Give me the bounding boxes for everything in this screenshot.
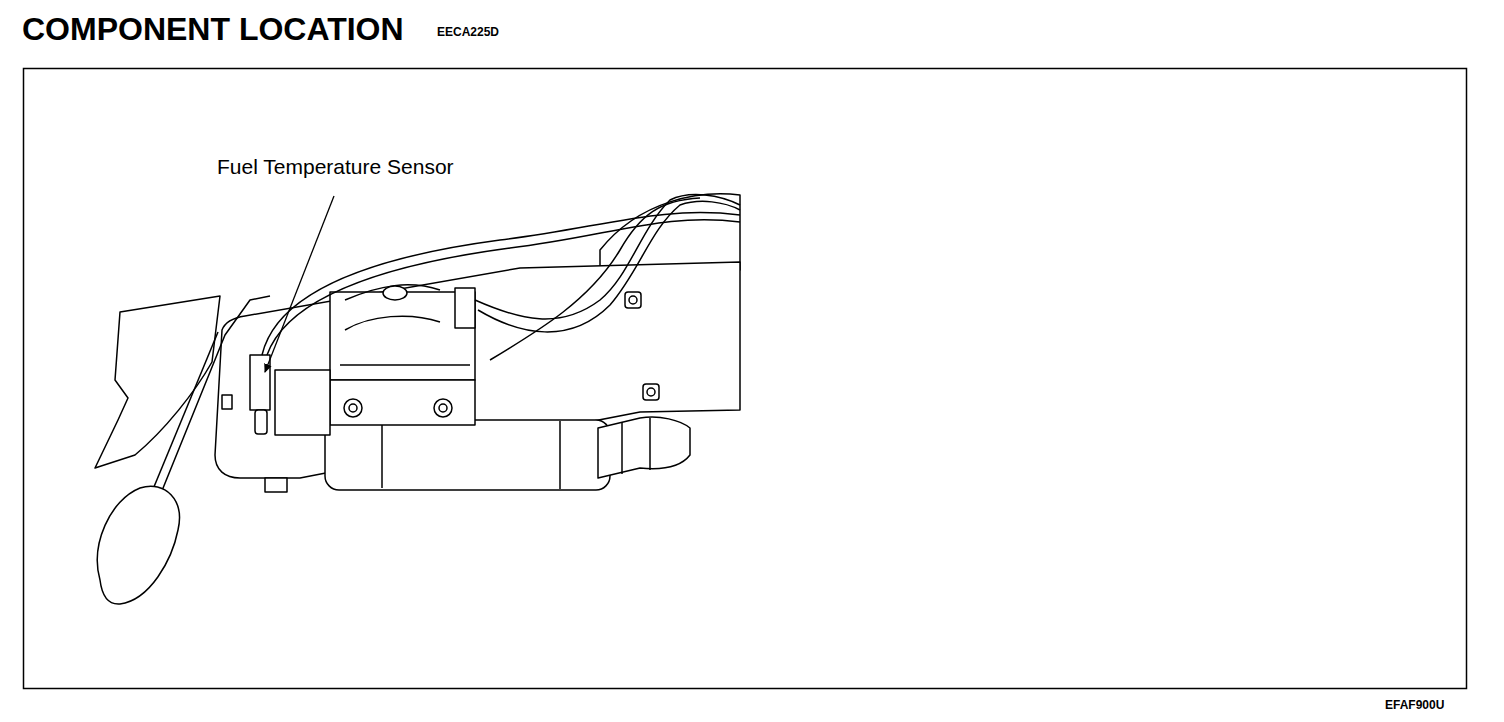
grommet xyxy=(625,292,641,308)
hose-clamp xyxy=(649,418,651,470)
pump-hose xyxy=(598,417,690,478)
bolt xyxy=(349,404,357,412)
bracket xyxy=(275,370,330,435)
pump-foot xyxy=(265,478,287,492)
float xyxy=(97,486,179,604)
fuel-pump-assembly xyxy=(95,194,740,604)
figure-code-box: EECA225D xyxy=(437,25,499,39)
sender-module xyxy=(330,292,475,380)
fuel-temperature-sensor xyxy=(250,355,270,410)
sender-base xyxy=(330,380,475,425)
sender-bracket xyxy=(455,288,475,328)
bolt xyxy=(434,399,452,417)
bolt xyxy=(439,404,447,412)
grommet xyxy=(643,384,659,400)
pump-band xyxy=(381,422,383,488)
title-box: COMPONENT LOCATION xyxy=(22,11,404,48)
wire xyxy=(262,213,740,355)
title: COMPONENT LOCATION xyxy=(22,11,404,47)
hose-clamp xyxy=(621,422,623,474)
pump-band xyxy=(559,421,561,489)
wire xyxy=(267,220,740,355)
wiring xyxy=(262,195,740,360)
figure-code: EECA225D xyxy=(437,25,499,39)
grommet-hole xyxy=(629,296,637,304)
wire xyxy=(475,195,740,319)
fuel-pump xyxy=(325,420,610,490)
sender-arc xyxy=(345,316,440,330)
figure-code-box: EFAF900U xyxy=(1385,698,1444,712)
grommet-hole xyxy=(647,388,655,396)
terminal xyxy=(383,286,407,300)
tab xyxy=(222,395,232,409)
figure-code: EFAF900U xyxy=(1385,698,1444,712)
wire xyxy=(345,285,440,300)
wire xyxy=(490,198,700,360)
sensor-tip xyxy=(255,410,267,434)
frame xyxy=(24,69,1467,689)
housing-dome xyxy=(600,194,740,270)
sender-line xyxy=(340,364,470,366)
part-label: Fuel Temperature Sensor xyxy=(217,155,454,178)
bolt xyxy=(344,399,362,417)
leader-line xyxy=(265,196,334,372)
part-label-box: Fuel Temperature Sensor xyxy=(217,155,454,179)
filter-bag xyxy=(95,296,220,468)
